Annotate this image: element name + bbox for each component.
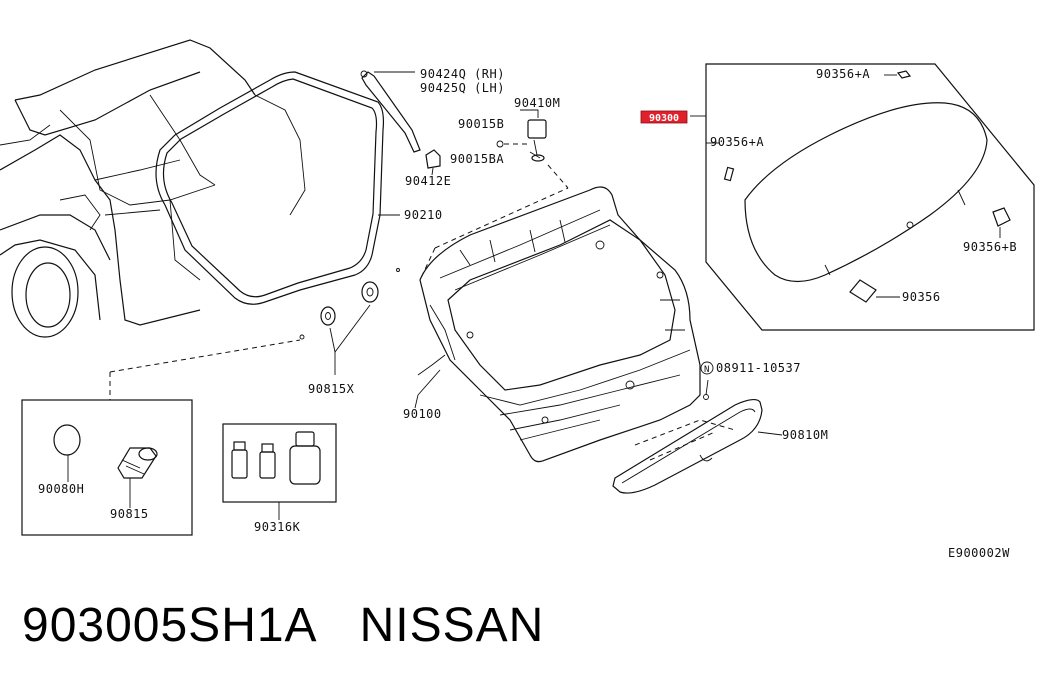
label-90810m: 90810M: [782, 428, 828, 442]
weatherstrip-90210: [155, 71, 385, 305]
leader-lines: [378, 142, 720, 409]
car-body-illustration: [0, 39, 306, 338]
inset-plugs-box: [21, 339, 301, 536]
back-door-90100: [417, 164, 701, 463]
label-90210: 90210: [404, 208, 443, 222]
label-90080h: 90080H: [38, 482, 84, 496]
diagram-code: E900002W: [948, 546, 1010, 560]
finisher-90810m: [612, 379, 783, 494]
label-90356a-top: 90356+A: [816, 67, 870, 81]
glass-inset-box: [690, 63, 1035, 331]
highlight-label[interactable]: 90300: [640, 110, 688, 124]
part-labels: 90424Q (RH) 90425Q (LH) 90410M 90015B 90…: [38, 67, 1017, 560]
label-90356b: 90356+B: [963, 240, 1017, 254]
label-90815x: 90815X: [308, 382, 355, 396]
label-90815: 90815: [110, 507, 149, 521]
lock-part: [496, 109, 547, 162]
label-90412e: 90412E: [405, 174, 451, 188]
plugs-90815x: [299, 268, 400, 375]
label-08911-prefix: N: [704, 365, 710, 375]
label-90316k: 90316K: [254, 520, 301, 534]
part-caption: 903005SH1A NISSAN: [22, 598, 586, 653]
label-90356a-left: 90356+A: [710, 135, 764, 149]
part-number: 903005SH1A: [22, 599, 318, 652]
brand-name: NISSAN: [359, 599, 545, 652]
gas-stay-part: [360, 70, 421, 153]
label-08911: 08911-10537: [716, 361, 801, 375]
label-90100: 90100: [403, 407, 442, 421]
label-90015ba: 90015BA: [450, 152, 504, 166]
bumper-90412e-part: [425, 149, 441, 176]
label-90410m: 90410M: [514, 96, 560, 110]
label-90356: 90356: [902, 290, 941, 304]
label-90424q: 90424Q (RH): [420, 67, 505, 81]
inset-adhesive-kit-box: [222, 423, 337, 520]
label-90015b: 90015B: [458, 117, 504, 131]
highlight-label-text: 90300: [649, 113, 679, 124]
label-90425q: 90425Q (LH): [420, 81, 505, 95]
